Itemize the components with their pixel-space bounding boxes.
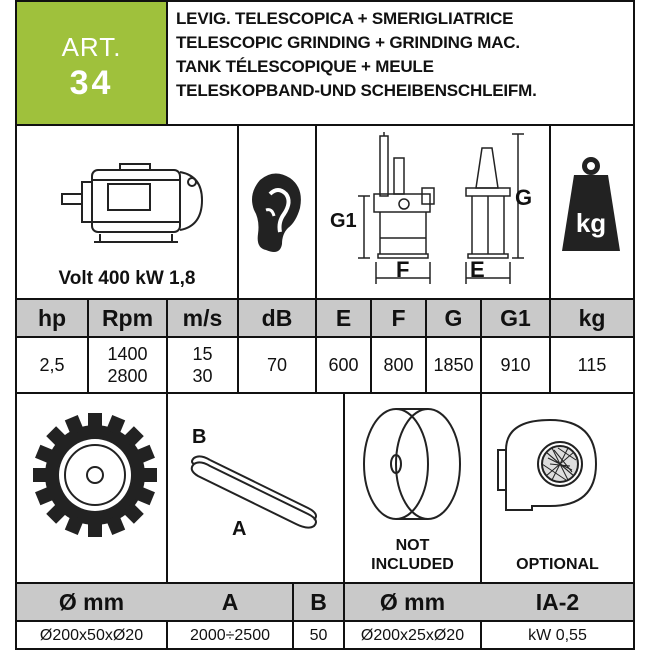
acc-header-fan-model: IA-2 [535, 588, 580, 615]
acc-value-belt-b: 50 [309, 627, 328, 644]
spec-value-ms: 15 30 [192, 344, 213, 386]
dim-g1-label: G1 [330, 210, 357, 232]
spec-value-kg: 115 [577, 355, 607, 375]
acc-value-wheel-diameter: Ø200x50xØ20 [39, 627, 144, 644]
spec-header-hp: hp [37, 304, 67, 331]
title-en: TELESCOPIC GRINDING + GRINDING MAC. [176, 33, 520, 52]
title-it: LEVIG. TELESCOPICA + SMERIGLIATRICE [176, 9, 514, 28]
acc-value-disc-diameter: Ø200x25xØ20 [360, 627, 465, 644]
acc-value-belt-a: 2000÷2500 [190, 627, 270, 644]
acc-header-wheel-diameter: Ø mm [58, 588, 125, 615]
spec-value-f: 800 [383, 355, 414, 375]
spec-header-db: dB [261, 304, 293, 331]
spec-header-g: G [444, 304, 463, 331]
outer-frame [15, 0, 635, 650]
acc-value-fan-power: kW 0,55 [528, 627, 587, 644]
spec-value-hp: 2,5 [39, 355, 65, 375]
grinding-wheel-icon [33, 413, 157, 537]
spec-value-g1: 910 [500, 355, 531, 375]
title-fr: TANK TÉLESCOPIQUE + MEULE [176, 57, 434, 76]
motor-icon [61, 163, 204, 243]
spec-value-e: 600 [328, 355, 359, 375]
belt-label-b: B [192, 426, 207, 448]
spec-header-e: E [335, 304, 352, 331]
spec-header-f: F [391, 304, 406, 331]
spec-header-rpm: Rpm [101, 304, 154, 331]
weight-icon [562, 157, 620, 251]
ear-icon [252, 173, 301, 252]
belt-label-a: A [232, 518, 247, 540]
spec-value-g: 1850 [433, 355, 474, 375]
fan-optional-note: OPTIONAL [516, 556, 599, 573]
grinding-disc-icon [363, 408, 461, 520]
art-label: ART. [61, 32, 122, 62]
acc-header-belt-a: A [221, 588, 239, 615]
spec-header-ms: m/s [182, 304, 223, 331]
disc-not-included-note: NOT INCLUDED [371, 537, 454, 573]
motor-spec: Volt 400 kW 1,8 [58, 268, 196, 289]
accessories-header-bg [17, 584, 633, 620]
belt-icon [190, 455, 317, 529]
dim-f-label: F [396, 257, 410, 282]
acc-header-belt-b: B [310, 588, 327, 615]
dim-g-label: G [515, 185, 533, 210]
spec-value-rpm: 1400 2800 [107, 344, 148, 386]
specs-header-bg [17, 300, 633, 336]
spec-value-db: 70 [266, 355, 288, 375]
machine-diagram [358, 132, 524, 284]
art-badge: ART. 34 [17, 2, 166, 124]
extractor-fan-icon [497, 418, 598, 511]
dim-e-label: E [470, 257, 485, 282]
spec-header-g1: G1 [500, 304, 531, 331]
art-number: 34 [69, 64, 114, 102]
title-de: TELESKOPBAND-UND SCHEIBENSCHLEIFM. [176, 81, 537, 100]
spec-header-kg: kg [578, 304, 606, 331]
weight-label: kg [575, 208, 607, 238]
title-block: LEVIG. TELESCOPICA + SMERIGLIATRICE TELE… [176, 7, 631, 103]
acc-header-disc-diameter: Ø mm [379, 588, 446, 615]
